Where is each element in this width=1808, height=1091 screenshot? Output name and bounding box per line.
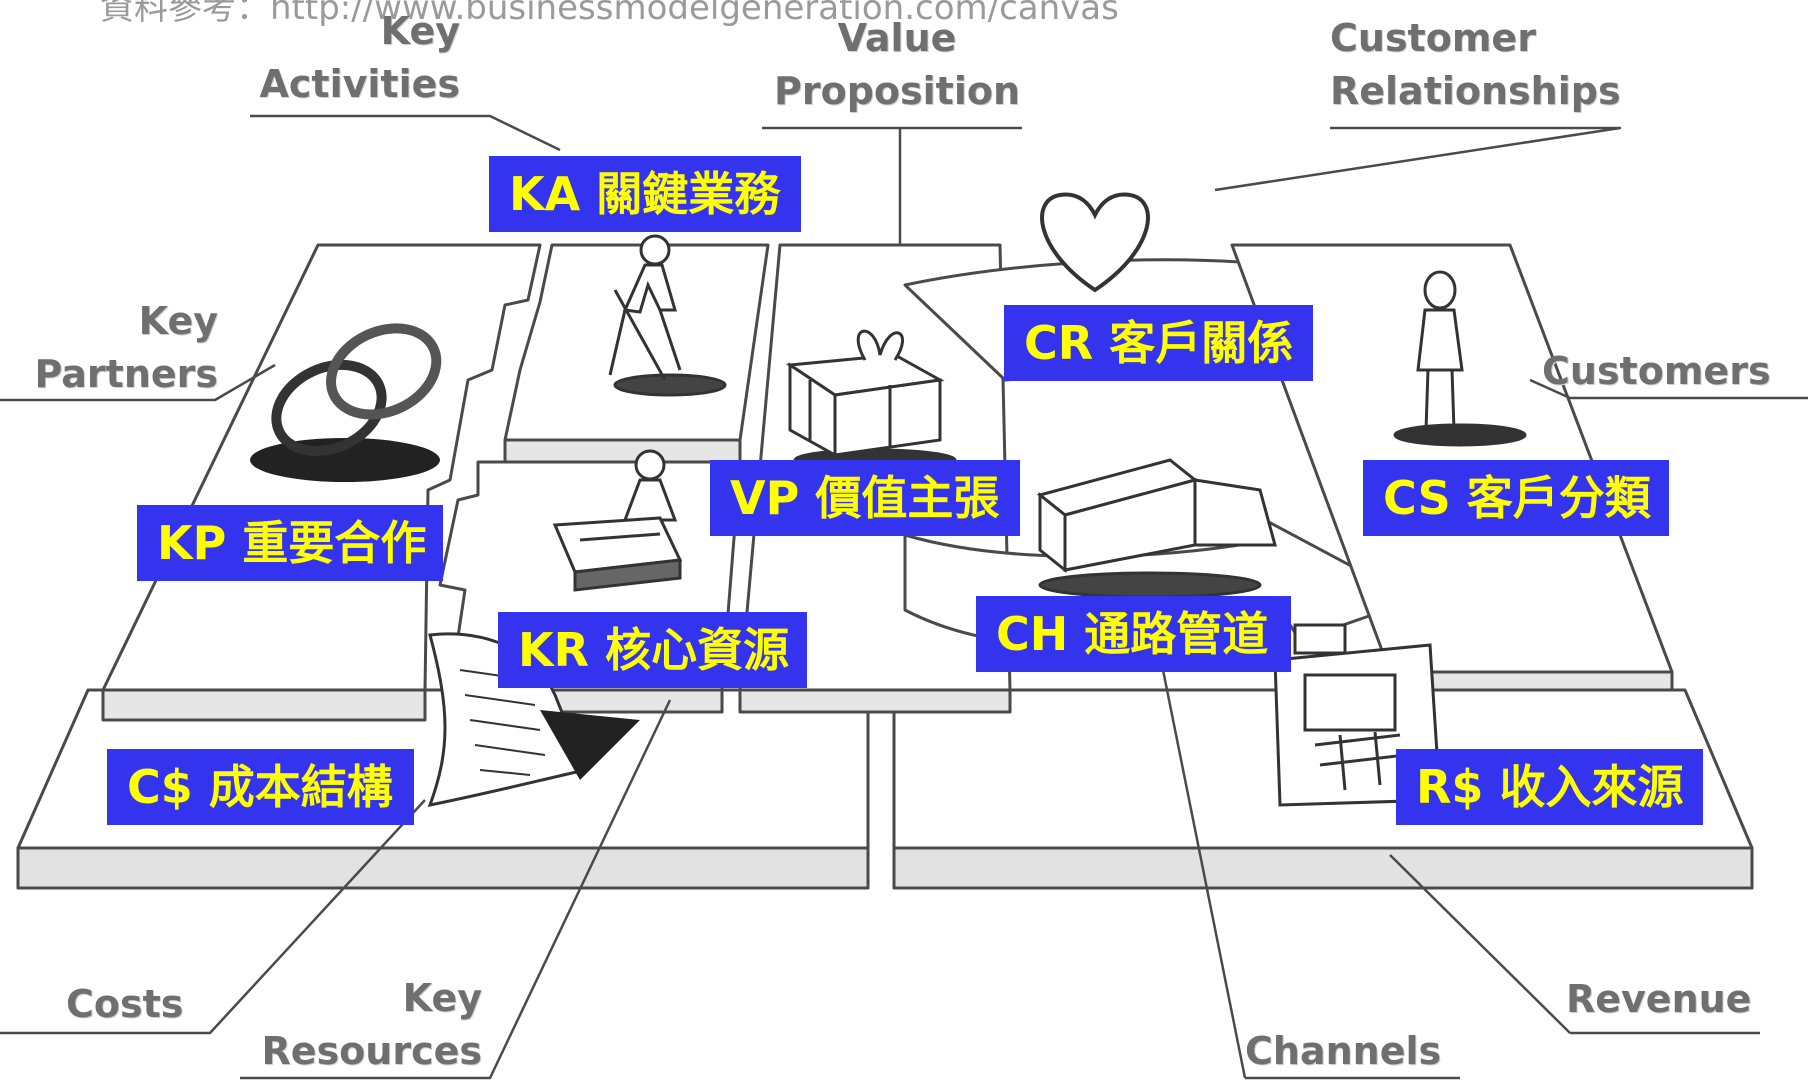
tag-revenue-streams: R$ 收入來源	[1396, 749, 1703, 825]
label-customers-line-1: Customers	[1542, 349, 1771, 393]
tag-value-proposition: VP 價值主張	[710, 460, 1020, 536]
label-customer-relationships: Customer Relationships	[1330, 12, 1680, 118]
key-activities-block	[503, 243, 770, 464]
customer-person-icon	[1393, 270, 1527, 447]
label-key-activities-line-1: Key	[380, 9, 460, 53]
worker-with-resources-icon	[552, 449, 683, 592]
label-key-partners-line-2: Partners	[34, 352, 218, 396]
label-value-proposition: Value Proposition	[752, 12, 1042, 118]
label-customer-relationships-line-1: Customer	[1330, 16, 1536, 60]
label-revenue: Revenue	[1566, 973, 1786, 1026]
tag-customer-segments: CS 客戶分類	[1363, 460, 1669, 536]
label-key-partners: Key Partners	[0, 295, 218, 401]
tag-channels: CH 通路管道	[976, 596, 1291, 672]
source-reference: 資料參考：http://www.businessmodelgeneration.…	[100, 0, 1119, 28]
leader-lines	[0, 114, 1808, 1080]
label-key-resources-line-1: Key	[402, 976, 482, 1020]
tag-key-activities: KA 關鍵業務	[489, 156, 801, 232]
cost-paper-icon	[427, 632, 640, 807]
label-revenue-line-1: Revenue	[1566, 977, 1752, 1021]
tag-cost-structure: C$ 成本結構	[107, 749, 414, 825]
label-channels: Channels	[1245, 1025, 1475, 1078]
tag-key-resources: KR 核心資源	[498, 612, 807, 688]
tag-key-partners: KP 重要合作	[137, 505, 443, 581]
label-channels-line-1: Channels	[1245, 1029, 1442, 1073]
label-key-activities: Key Activities	[238, 5, 460, 111]
label-customers: Customers	[1542, 345, 1804, 398]
label-customer-relationships-line-2: Relationships	[1330, 69, 1621, 113]
label-costs-line-1: Costs	[66, 982, 184, 1026]
label-costs: Costs	[66, 978, 226, 1031]
worker-digging-icon	[608, 234, 727, 397]
label-key-resources-line-2: Resources	[261, 1029, 482, 1073]
delivery-truck-icon	[1036, 458, 1277, 599]
label-key-resources: Key Resources	[236, 972, 482, 1078]
label-value-proposition-line-2: Proposition	[774, 69, 1020, 113]
interlocked-rings-icon	[250, 323, 442, 482]
label-value-proposition-line-1: Value	[837, 16, 957, 60]
heart-icon	[1040, 192, 1150, 293]
tag-customer-relationships: CR 客戶關係	[1004, 305, 1313, 381]
label-key-activities-line-2: Activities	[259, 62, 460, 106]
label-key-partners-line-1: Key	[138, 299, 218, 343]
